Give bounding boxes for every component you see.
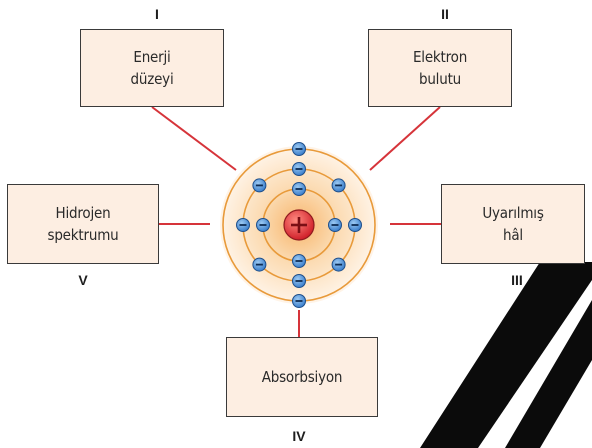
- box-energy-level: Enerji düzeyi: [80, 29, 224, 107]
- label-III: III: [502, 272, 532, 288]
- electron-4: [329, 219, 342, 232]
- box-absorption: Absorbsiyon: [226, 337, 378, 417]
- electron-6: [293, 275, 306, 288]
- box-energy-level-line-2: düzeyi: [130, 68, 173, 90]
- electron-3: [257, 219, 270, 232]
- electron-1: [293, 183, 306, 196]
- label-II: II: [430, 6, 460, 22]
- atom: [220, 143, 378, 308]
- electron-2: [293, 255, 306, 268]
- electron-13: [293, 143, 306, 156]
- electron-12: [332, 258, 345, 271]
- electron-8: [349, 219, 362, 232]
- connector-electron-cloud: [370, 107, 440, 170]
- box-electron-cloud: Elektron bulutu: [368, 29, 512, 107]
- box-hydrogen-spectrum-line-1: Hidrojen: [56, 202, 111, 224]
- box-energy-level-line-1: Enerji: [133, 46, 170, 68]
- box-electron-cloud-line-1: Elektron: [413, 46, 467, 68]
- electron-11: [253, 258, 266, 271]
- box-electron-cloud-line-2: bulutu: [419, 68, 461, 90]
- box-hydrogen-spectrum-line-2: spektrumu: [47, 224, 118, 246]
- box-absorption-line-1: Absorbsiyon: [262, 366, 343, 388]
- electron-14: [293, 295, 306, 308]
- electron-7: [237, 219, 250, 232]
- box-excited-state-line-1: Uyarılmış: [482, 202, 543, 224]
- electron-10: [332, 179, 345, 192]
- box-excited-state: Uyarılmış hâl: [441, 184, 585, 264]
- electron-5: [293, 163, 306, 176]
- electron-9: [253, 179, 266, 192]
- box-excited-state-line-2: hâl: [503, 224, 523, 246]
- label-V: V: [68, 272, 98, 288]
- label-I: I: [142, 6, 172, 22]
- box-hydrogen-spectrum: Hidrojen spektrumu: [7, 184, 159, 264]
- connector-energy-level: [152, 107, 236, 170]
- nucleus: [284, 210, 314, 240]
- label-IV: IV: [284, 428, 314, 444]
